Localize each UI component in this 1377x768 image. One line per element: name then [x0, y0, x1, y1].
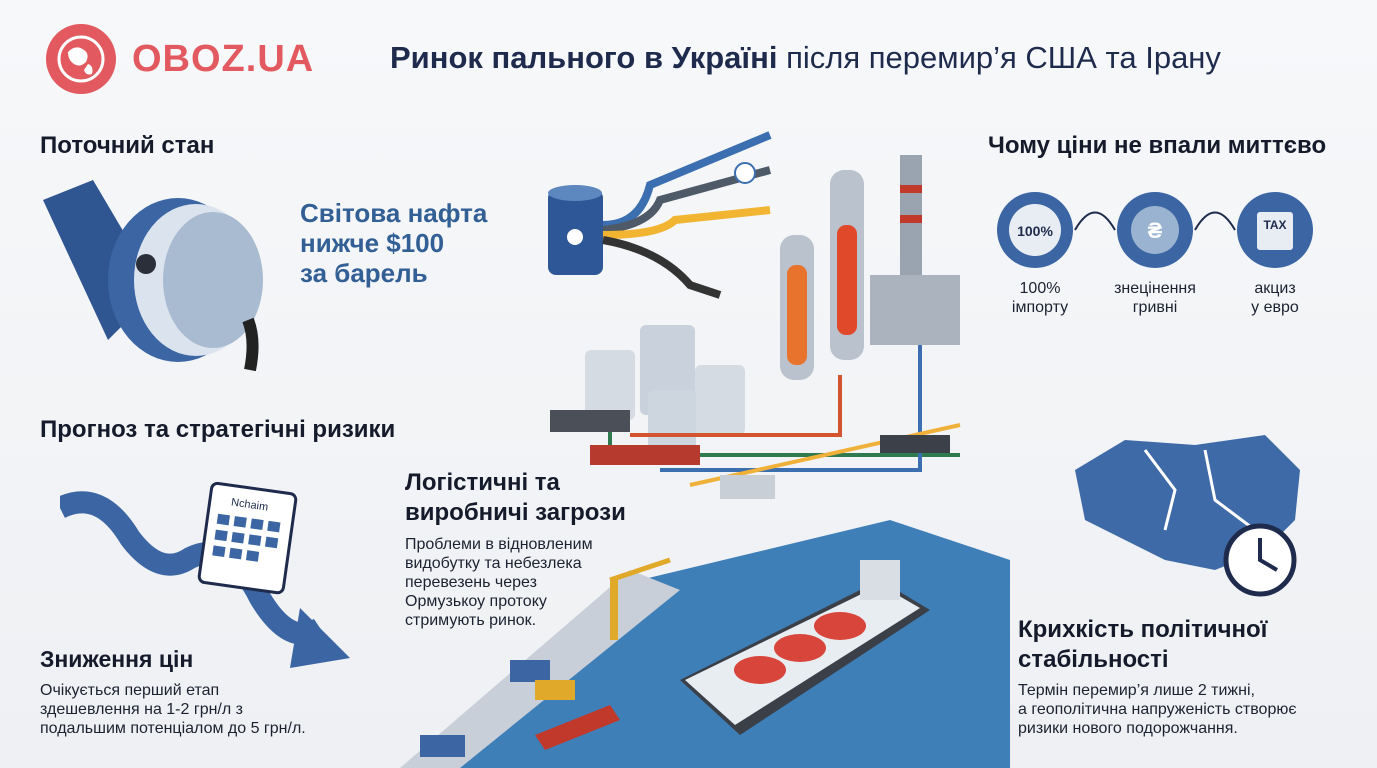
- label-line: гривні: [1132, 299, 1178, 316]
- text-line: Проблеми в відновленим: [405, 536, 593, 553]
- badge-percent: 100%: [1017, 223, 1053, 239]
- text-line: стримують ринок.: [405, 612, 537, 629]
- hryvnia-coin-icon: ₴: [1117, 192, 1193, 268]
- text-line: ризики нового подорожчання.: [1018, 720, 1238, 737]
- badge-hryvnia: ₴: [1148, 218, 1163, 243]
- crane-icon: [609, 557, 671, 640]
- price-drop-text: Очікується перший етап здешевлення на 1-…: [40, 681, 306, 738]
- globe-logo-icon: [46, 24, 116, 94]
- text-line: а геополітична напруженість створює: [1018, 701, 1297, 718]
- percent-globe-icon: 100%: [997, 192, 1073, 268]
- label-line: 100%: [1019, 280, 1061, 297]
- current-state-heading: Поточний стан: [40, 132, 215, 159]
- heading-line: Крихкість політичної: [1018, 616, 1268, 643]
- label-line: акциз: [1254, 280, 1296, 297]
- label-excise: акциз у евро: [1225, 279, 1325, 317]
- text-line: Очікується перший етап: [40, 682, 220, 699]
- title-rest: після перемир’я США та Ірану: [777, 40, 1221, 75]
- falling-price-arrow-icon: Nchaim: [60, 481, 350, 668]
- forecast-heading: Прогноз та стратегічні ризики: [40, 416, 396, 443]
- label-line: імпорту: [1011, 299, 1069, 316]
- why-prices-icons: 100% ₴ TAX: [997, 192, 1313, 268]
- brand-logo[interactable]: OBOZ.UA: [46, 24, 314, 94]
- label-line: у евро: [1251, 299, 1299, 316]
- ukraine-map-clock-icon: [1075, 435, 1300, 597]
- political-heading: Крихкість політичної стабільності: [1018, 615, 1267, 675]
- label-hryvnia: знецінення гривні: [1095, 279, 1215, 317]
- clock-icon: [1223, 523, 1297, 597]
- logistics-heading: Логістичні та виробничі загрози: [405, 468, 626, 528]
- tanker-ship-icon: [680, 560, 930, 735]
- port-tanker-illustration: [400, 520, 1010, 768]
- heading-line: виробничі загрози: [405, 499, 626, 526]
- refinery-illustration: [548, 131, 961, 499]
- title-bold: Ринок пального в Україні: [390, 40, 778, 75]
- logistics-text: Проблеми в відновленим видобутку та небе…: [405, 535, 593, 630]
- text-line: видобутку та небезлека: [405, 555, 582, 572]
- pouring-barrel-icon: [43, 180, 263, 372]
- text-line: подальшим потенціалом до 5 грн/л.: [40, 720, 306, 737]
- label-line: знецінення: [1114, 280, 1196, 297]
- heading-line: Логістичні та: [405, 469, 560, 496]
- calendar-icon: Nchaim: [197, 481, 298, 595]
- text-line: Термін перемир’я лише 2 тижні,: [1018, 682, 1255, 699]
- tax-stamp-icon: TAX: [1237, 192, 1313, 268]
- political-text: Термін перемир’я лише 2 тижні, а геополі…: [1018, 681, 1297, 738]
- price-drop-heading: Зниження цін: [40, 646, 194, 672]
- text-line: Ормузькоу протоку: [405, 593, 547, 610]
- heading-line: стабільності: [1018, 646, 1169, 673]
- label-import: 100% імпорту: [990, 279, 1090, 317]
- highlight-line: за барель: [300, 258, 428, 288]
- badge-tax: TAX: [1263, 218, 1286, 232]
- text-line: здешевлення на 1-2 грн/л з: [40, 701, 243, 718]
- containers-icon: [420, 660, 575, 757]
- brand-name: OBOZ.UA: [132, 37, 315, 80]
- calendar-text: Nchaim: [230, 497, 269, 514]
- highlight-line: нижче $100: [300, 228, 445, 258]
- text-line: перевезень через: [405, 574, 537, 591]
- why-prices-heading: Чому ціни не впали миттєво: [988, 132, 1327, 159]
- page-title: Ринок пального в Україні після перемир’я…: [390, 40, 1221, 76]
- oil-price-highlight: Світова нафта нижче $100 за барель: [300, 198, 487, 288]
- highlight-line: Світова нафта: [300, 198, 488, 228]
